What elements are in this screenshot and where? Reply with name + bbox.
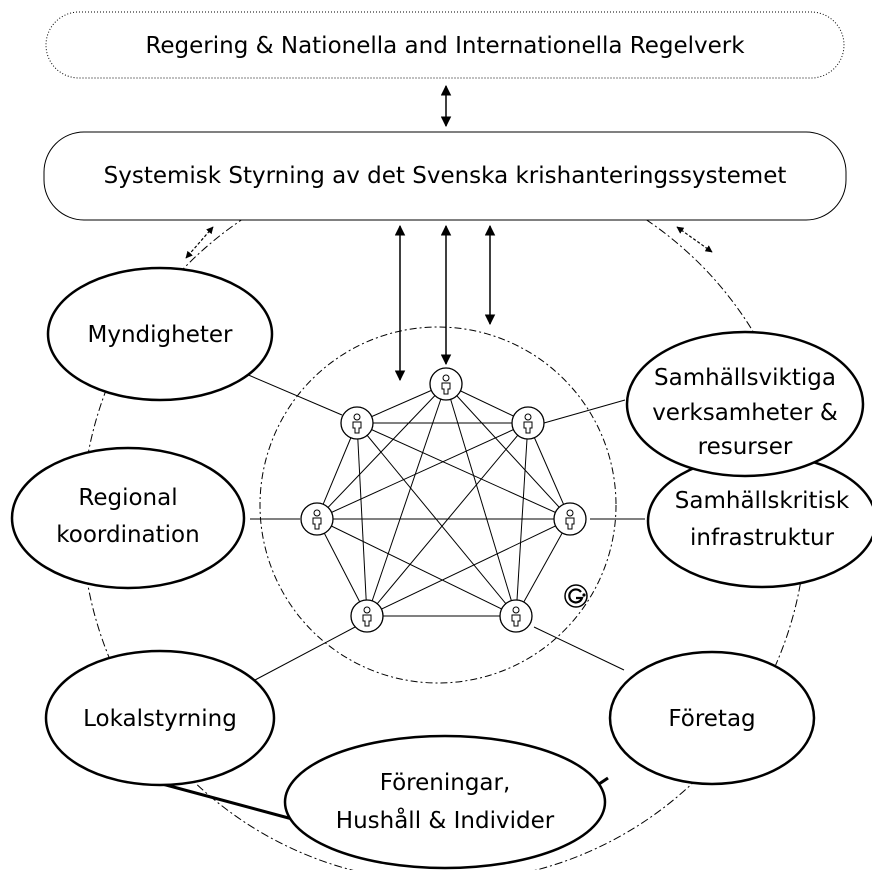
actor-regional: Regional koordination	[10, 446, 246, 590]
network-nodes	[300, 367, 587, 633]
actor-label: Samhällskritisk	[675, 488, 850, 514]
person-icon	[511, 406, 545, 440]
actor-lokal: Lokalstyrning	[44, 649, 276, 787]
person-icon	[340, 406, 374, 440]
network-edge	[316, 518, 368, 617]
actor-label: resurser	[698, 434, 793, 460]
network-edge	[366, 383, 447, 617]
actor-label: verksamheter &	[652, 400, 838, 426]
actor-samhallskritisk: Samhällskritisk infrastruktur	[646, 453, 872, 589]
actor-connectors	[231, 367, 645, 681]
right-dashed-arrow	[676, 226, 713, 253]
actor-label: Regional	[78, 485, 177, 511]
system-governance-box: Systemisk Styrning av det Svenska krisha…	[43, 131, 847, 221]
actor-label: Föreningar,	[380, 770, 511, 796]
network-edge	[316, 422, 358, 520]
person-icon	[300, 502, 334, 536]
network-edge	[445, 383, 517, 617]
actor-label: Företag	[668, 706, 755, 732]
actor-label: Hushåll & Individer	[336, 806, 555, 834]
top-regulation-label: Regering & Nationella and Internationell…	[145, 33, 745, 59]
top-regulation-box: Regering & Nationella and Internationell…	[45, 11, 845, 79]
network-edge	[366, 518, 571, 617]
network-edge	[356, 422, 571, 520]
network-edges	[316, 383, 571, 617]
actor-myndigheter: Myndigheter	[46, 266, 274, 402]
person-icon	[350, 599, 384, 633]
actor-label: Samhällsviktiga	[654, 365, 836, 391]
network-edge	[316, 422, 529, 520]
actor-label: koordination	[56, 522, 199, 548]
network-edge	[316, 518, 517, 617]
network-edge	[445, 383, 571, 520]
g-logo-icon	[564, 584, 588, 608]
network-edge	[316, 383, 447, 520]
actor-samhallsviktiga: Samhällsviktiga verksamheter & resurser	[625, 330, 865, 478]
person-icon	[499, 599, 533, 633]
actor-label: infrastruktur	[690, 525, 835, 551]
person-icon	[429, 367, 463, 401]
actor-label: Lokalstyrning	[83, 706, 237, 732]
network-edge	[527, 422, 571, 520]
person-icon	[553, 502, 587, 536]
inner-network-ring	[259, 326, 617, 684]
actor-foreningar: Föreningar, Hushåll & Individer	[283, 734, 607, 870]
network-edge	[515, 518, 571, 617]
actor-label: Myndigheter	[88, 322, 234, 348]
actor-foretag: Företag	[608, 650, 816, 786]
left-dashed-arrow	[185, 226, 214, 259]
system-governance-label: Systemisk Styrning av det Svenska krisha…	[104, 163, 787, 189]
